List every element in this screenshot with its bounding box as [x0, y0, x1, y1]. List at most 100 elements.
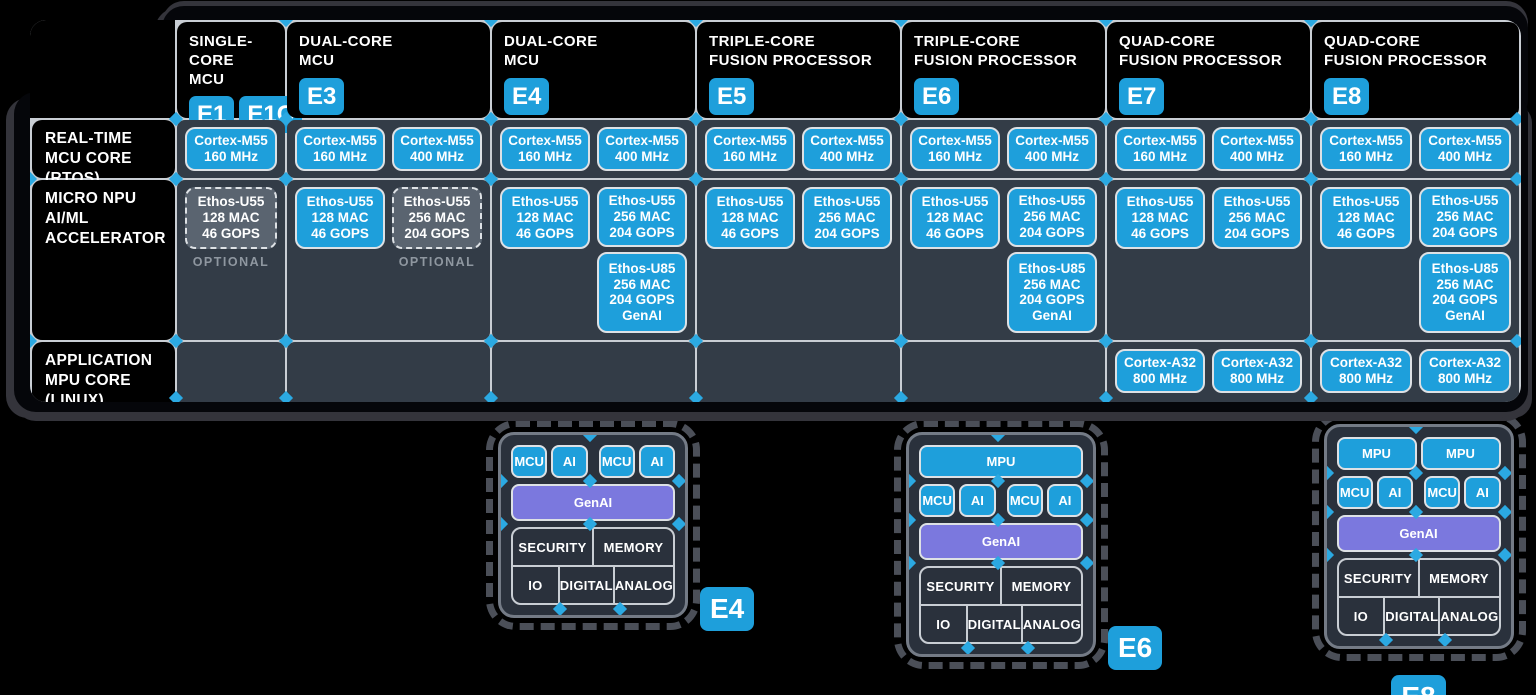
column-title: TRIPLE-CORE FUSION PROCESSOR [914, 33, 1078, 69]
cell-rtos-e1: Cortex-M55 160 MHz [177, 120, 285, 178]
chip-ethos-u55: Ethos-U55 128 MAC 46 GOPS [910, 187, 1000, 249]
block-ai: AI [959, 484, 996, 517]
row-label-npu: MICRO NPU AI/ML ACCELERATOR [32, 180, 175, 340]
subcol: Cortex-M55 400 MHz [392, 127, 482, 171]
chip-ethos-u55: Ethos-U55 128 MAC 46 GOPS [1320, 187, 1412, 249]
cell-mpu-e5: Cortex-A32 800 MHz [697, 342, 900, 402]
block-memory: MEMORY [1417, 560, 1499, 596]
chip-cortex-m55: Cortex-M55 160 MHz [500, 127, 590, 171]
connector-diamond [582, 435, 598, 443]
subcol: Ethos-U55 128 MAC 46 GOPS [1320, 187, 1412, 333]
block-security: SECURITY [518, 539, 587, 555]
chip-ethos-u55: Ethos-U55 256 MAC 204 GOPS [1212, 187, 1302, 249]
chip-ethos-u55: Ethos-U55 128 MAC 46 GOPS [705, 187, 795, 249]
block-ai: AI [551, 445, 588, 478]
chip-cortex-a32: Cortex-A32 800 MHz [1115, 349, 1205, 393]
chip-cortex-m55: Cortex-M55 160 MHz [705, 127, 795, 171]
block-ai: AI [638, 445, 675, 478]
product-badge-e3: E3 [299, 77, 345, 115]
badge-row: E8 [1324, 77, 1513, 115]
block-mcu: MCU [511, 445, 548, 478]
subcol: Cortex-M55 400 MHz [597, 127, 687, 171]
chip-cortex-m55: Cortex-M55 400 MHz [1419, 127, 1511, 171]
chip-cortex-a32: Cortex-A32 800 MHz [1320, 349, 1412, 393]
subcol: Ethos-U55 256 MAC 204 GOPS [1212, 187, 1302, 333]
subcol: Cortex-M55 160 MHz [1320, 127, 1412, 171]
subcol: Cortex-M55 400 MHz [1212, 127, 1302, 171]
connector-diamond [501, 516, 509, 532]
badge-row: E4 [504, 77, 689, 115]
subcol: Cortex-M55 400 MHz [802, 127, 892, 171]
connector-diamond [909, 473, 917, 489]
block-digital: DIGITAL [1383, 598, 1438, 634]
chip-ethos-u85: Ethos-U85 256 MAC 204 GOPS GenAI [1419, 251, 1511, 333]
chip-ethos-u85: Ethos-U85 256 MAC 204 GOPS GenAI [597, 251, 687, 333]
block-io: IO [528, 577, 543, 593]
badge-row: E3 [299, 77, 484, 115]
row-label-rtos: REAL-TIME MCU CORE (RTOS) [32, 120, 175, 187]
subcol: Ethos-U55 128 MAC 46 GOPS [500, 187, 590, 333]
chip-cortex-a32: Cortex-A32 800 MHz [1212, 349, 1302, 393]
chip-ethos-u55: Ethos-U55 128 MAC 46 GOPS [295, 187, 385, 249]
chip-ethos-u55: Ethos-U55 256 MAC 204 GOPS [802, 187, 892, 249]
subcol: Cortex-M55 160 MHz [910, 127, 1000, 171]
chip-ethos-u55: Ethos-U55 128 MAC 46 GOPS [1115, 187, 1205, 249]
chip-ethos-u55: Ethos-U55 256 MAC 204 GOPS [1419, 187, 1511, 247]
block-digital: DIGITAL [965, 606, 1021, 642]
optional-note: OPTIONAL [192, 255, 270, 269]
block-mpu: MPU [919, 445, 1083, 478]
diagram-row-genai: GenAI [1336, 515, 1501, 552]
cell-mpu-e3 [287, 342, 490, 402]
diagram-badge-e8: E8 [1391, 675, 1446, 695]
block-ai: AI [1376, 476, 1413, 509]
block-digital: DIGITAL [557, 567, 613, 603]
product-badge-e5: E5 [709, 77, 755, 115]
corner-patch [30, 20, 175, 118]
block-ai: AI [1464, 476, 1501, 509]
chip-cortex-m55: Cortex-M55 400 MHz [1212, 127, 1302, 171]
connector-diamond [1326, 465, 1334, 481]
chip-cortex-m55: Cortex-M55 160 MHz [295, 127, 385, 171]
subrow [910, 349, 1097, 402]
block-genai: GenAI [1336, 515, 1501, 552]
cell-mpu-e1 [177, 342, 285, 402]
column-title: QUAD-CORE FUSION PROCESSOR [1324, 33, 1488, 69]
connector-diamond [909, 512, 917, 528]
subcol: Cortex-M55 160 MHz [500, 127, 590, 171]
connector-diamond [909, 555, 917, 571]
diagram-row-genai: GenAI [919, 523, 1083, 560]
